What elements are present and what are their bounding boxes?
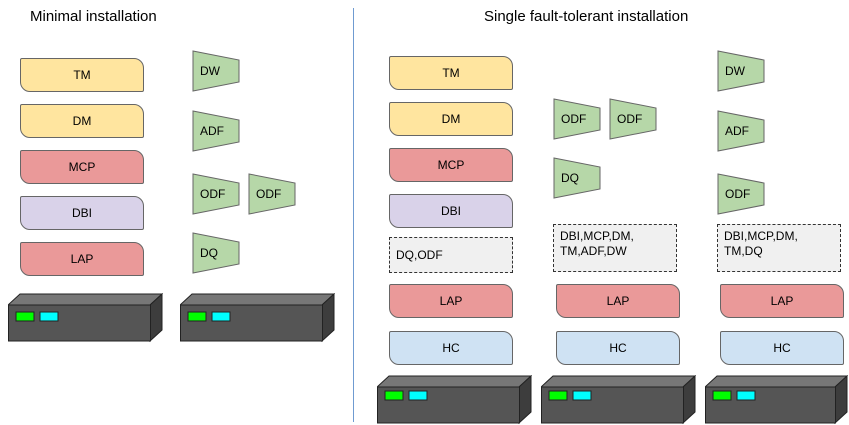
dw-module-label: DW (200, 64, 220, 78)
tm-box: TM (20, 58, 144, 92)
node3-hc-box: HC (720, 331, 844, 365)
odf-module: ODF (192, 173, 240, 215)
node1-mcp-box: MCP (389, 148, 513, 182)
minimal-installation-title: Minimal installation (30, 8, 157, 25)
lap-box: LAP (20, 242, 144, 276)
node3-adf-module: ADF (717, 110, 765, 152)
adf-module: ADF (192, 110, 240, 152)
section-divider (353, 8, 354, 422)
node3-dw-label: DW (725, 64, 745, 78)
node1-dm-box: DM (389, 102, 513, 136)
odf-module: ODF (248, 173, 296, 215)
adf-module-label: ADF (200, 124, 224, 138)
server-icon (541, 375, 696, 425)
node1-dbi-box: DBI (389, 194, 513, 228)
node2-standby-modules: DBI,MCP,DM, TM,ADF,DW (553, 224, 677, 272)
node2-odf-module: ODF (609, 98, 657, 140)
dbi-box: DBI (20, 196, 144, 230)
server-icon (180, 293, 335, 343)
server-icon (377, 375, 532, 425)
mcp-box: MCP (20, 150, 144, 184)
dm-box: DM (20, 104, 144, 138)
node2-dq-label: DQ (561, 171, 579, 185)
server-icon (705, 375, 848, 425)
node3-odf-module: ODF (717, 173, 765, 215)
node1-hc-box: HC (389, 331, 513, 365)
dw-module: DW (192, 50, 240, 92)
dq-module-label: DQ (200, 246, 218, 260)
node3-lap-box: LAP (720, 284, 844, 318)
dq-module: DQ (192, 232, 240, 274)
node1-standby-modules: DQ,ODF (389, 237, 513, 273)
node2-dq-module: DQ (553, 157, 601, 199)
node3-standby-modules: DBI,MCP,DM, TM,DQ (717, 224, 841, 272)
node2-odf-module: ODF (553, 98, 601, 140)
server-icon (8, 293, 163, 343)
node2-lap-box: LAP (556, 284, 680, 318)
node2-hc-box: HC (556, 331, 680, 365)
node3-adf-label: ADF (725, 124, 749, 138)
node3-odf-label: ODF (725, 187, 751, 201)
odf-module-label: ODF (200, 187, 226, 201)
node2-odf-label: ODF (617, 112, 643, 126)
node3-dw-module: DW (717, 50, 765, 92)
fault-tolerant-installation-title: Single fault-tolerant installation (484, 8, 689, 25)
node1-lap-box: LAP (389, 284, 513, 318)
node1-tm-box: TM (389, 56, 513, 90)
odf-module-label: ODF (256, 187, 282, 201)
node2-odf-label: ODF (561, 112, 587, 126)
